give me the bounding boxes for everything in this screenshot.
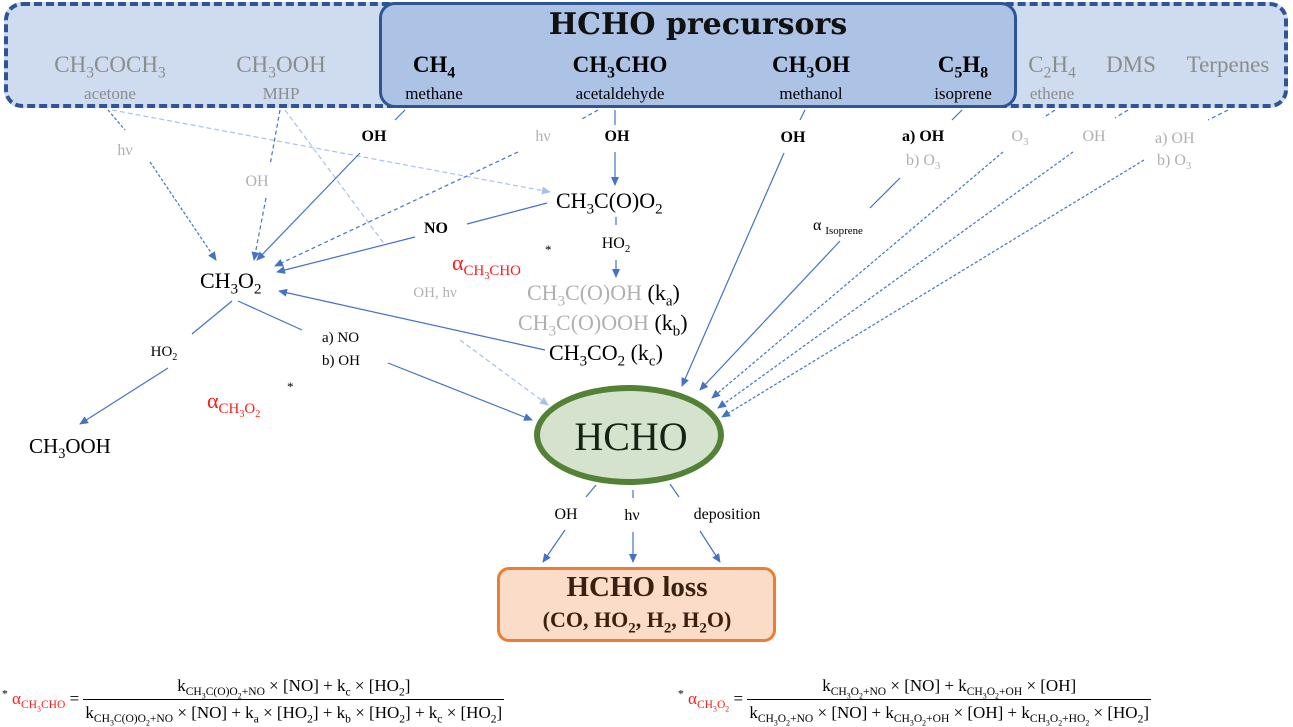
label-methane-oh: OH [361, 128, 387, 145]
species-ch3o2: CH3O2 [200, 268, 262, 298]
precursor-ethene-name: ethene [1029, 84, 1075, 103]
arrow-hcho-loss-dep [699, 530, 721, 563]
label-ethene-o3: O3 [1011, 128, 1029, 149]
arrow-mhp-oh-start [269, 109, 281, 166]
label-loss-oh: OH [554, 506, 578, 523]
hcho-label: HCHO [574, 414, 688, 459]
formula-alpha-ch3o2: * αCH3O2 = kCH3O2+NO × [NO] + kCH3O2+OH … [678, 676, 1152, 727]
precursor-acetaldehyde-formula: CH3CHO [572, 52, 668, 82]
hcho-loss-products: (CO, HO2, H2, H2O) [542, 607, 732, 637]
formula-alpha-ch3cho-fraction: kCH3C(O)O2+NO × [NO] + kc × [HO2] kCH3C(… [83, 676, 505, 727]
arrow-isoprene-start [951, 109, 963, 121]
arrow-methane-ch3o2 [256, 152, 361, 261]
label-isoprene-o3: b) O3 [906, 152, 941, 173]
arrow-acetaldehyde-hv-start [579, 109, 599, 121]
alpha-ch3cho-label: αCH3CHO [452, 250, 521, 283]
hcho-loss-title: HCHO loss [566, 571, 708, 603]
precursor-ethene-formula: C2H4 [1028, 52, 1076, 82]
label-no: NO [424, 220, 448, 237]
arrow-mhp-hcho [459, 339, 549, 406]
arrow-ch3co2-ch3o2 [278, 288, 546, 351]
alpha-ch3o2-label: αCH3O2 [207, 388, 261, 421]
label-ch3o2-ho2: HO2 [150, 344, 178, 363]
arrow-hcho-oh-start [585, 484, 597, 498]
arrow-methanol-oh-start [799, 109, 806, 121]
arrow-acetaldehyde-ch3o2 [274, 151, 519, 267]
main-precursors-box [379, 2, 1017, 108]
species-ch3ooh: CH3OOH [29, 434, 111, 463]
label-ch3o2-no: a) NO [322, 330, 360, 346]
label-dms-oh: OH [1082, 128, 1106, 145]
label-terpenes-oh: a) OH [1155, 130, 1195, 147]
arrow-ch3o2-hcho [387, 362, 533, 421]
arrow-terpenes-start [1207, 109, 1229, 121]
label-acetyl-ho2: HO2 [601, 235, 631, 256]
arrow-hcho-loss-oh [542, 529, 566, 563]
formula-alpha-ch3cho-lhs: * αCH3CHO = [2, 686, 80, 714]
precursor-dms-formula: DMS [1106, 52, 1156, 77]
formula-alpha-ch3cho-numerator: kCH3C(O)O2+NO × [NO] + kc × [HO2] [83, 676, 505, 700]
alpha-ch3cho-asterisk: * [545, 242, 552, 257]
formula-alpha-ch3o2-denominator: kCH3O2+NO × [NO] + kCH3O2+OH × [OH] + kC… [749, 702, 1150, 727]
precursor-mhp-formula: CH3OOH [236, 52, 326, 82]
precursor-methane-formula: CH4 [412, 52, 456, 82]
arrow-acetone-ch3o2 [149, 161, 217, 261]
label-terpenes-o3: b) O3 [1157, 152, 1192, 173]
arrow-dms-start [1114, 109, 1129, 119]
label-ch3o2-oh: b) OH [322, 353, 360, 369]
label-acetaldehyde-oh: OH [604, 128, 630, 145]
precursor-mhp-name: MHP [262, 84, 300, 103]
arrow-methanol-hcho [681, 152, 785, 387]
precursor-methane-name: methane [405, 84, 463, 103]
hcho-loss-box [497, 567, 776, 642]
arrow-terpenes-hcho [721, 159, 1145, 418]
arrow-ch3co3-no-start [466, 202, 548, 225]
arrow-mhp-ch3o2 [251, 197, 267, 261]
hcho-node [534, 385, 724, 485]
arrow-hcho-dep-start [669, 483, 680, 498]
label-loss-deposition: deposition [693, 506, 761, 523]
species-peracetic-acid: CH3C(O)OOH (kb) [518, 310, 688, 340]
formula-alpha-ch3cho: * αCH3CHO = kCH3C(O)O2+NO × [NO] + kc × … [2, 676, 505, 727]
label-acetaldehyde-hv: hν [535, 128, 551, 145]
arrow-isoprene-hcho [699, 240, 841, 391]
label-isoprene-oh: a) OH [902, 128, 945, 145]
species-acetic-acid: CH3C(O)OH (ka) [527, 280, 680, 310]
precursor-methanol-formula: CH3OH [771, 52, 851, 82]
precursor-methanol-name: methanol [779, 84, 843, 103]
precursor-terpenes-formula: Terpenes [1186, 52, 1270, 77]
precursor-isoprene-formula: C5H8 [937, 52, 989, 82]
precursor-isoprene-name: isoprene [934, 84, 992, 103]
arrow-dms-hcho [717, 151, 1074, 409]
label-acetone-hv: hν [117, 142, 133, 159]
arrow-ch3o2-no-start [237, 300, 303, 331]
formula-alpha-ch3o2-fraction: kCH3O2+NO × [NO] + kCH3O2+OH × [OH] kCH3… [747, 676, 1152, 727]
precursor-acetone-name: acetone [84, 84, 136, 103]
arrow-acetone-hv-start [107, 109, 126, 131]
arrow-acetone-ch3co3 [111, 109, 551, 195]
species-ch3co3: CH3C(O)O2 [556, 188, 663, 218]
arrow-ethene-hcho [711, 151, 1004, 399]
label-methanol-oh: OH [780, 129, 806, 146]
arrow-ch3o2-ho2-start [191, 300, 233, 335]
formula-alpha-ch3cho-denominator: kCH3C(O)O2+NO × [NO] + ka × [HO2] + kb ×… [85, 702, 503, 727]
arrow-mhp-hcho-start [284, 109, 386, 246]
label-mhp-oh-hv: OH, hν [413, 285, 457, 301]
label-alpha-isoprene: α Isoprene [813, 217, 863, 238]
formula-alpha-ch3o2-numerator: kCH3O2+NO × [NO] + kCH3O2+OH × [OH] [747, 676, 1152, 700]
species-ch3co2: CH3CO2 (kc) [549, 340, 663, 370]
alpha-ch3o2-asterisk: * [287, 379, 294, 394]
precursor-acetone-formula: CH3COCH3 [54, 52, 166, 82]
formula-alpha-ch3o2-lhs: * αCH3O2 = [678, 686, 744, 714]
precursors-title: HCHO precursors [548, 7, 848, 42]
arrow-ethene-start [1042, 109, 1056, 119]
label-mhp-oh: OH [245, 173, 269, 190]
arrow-ch3co3-ch3o2 [276, 236, 416, 274]
arrow-ch3o2-ch3ooh [79, 367, 169, 425]
arrow-methane-oh-start [394, 109, 406, 121]
arrow-isoprene-mid [869, 177, 901, 209]
precursor-acetaldehyde-name: acetaldehyde [575, 84, 665, 103]
label-loss-hv: hν [624, 507, 640, 524]
